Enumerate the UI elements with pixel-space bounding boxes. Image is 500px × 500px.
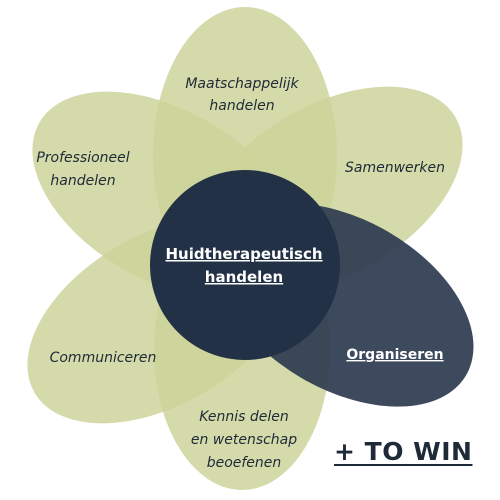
petal-bottom-label-line1: Kennis delen bbox=[199, 409, 289, 425]
to-win-link[interactable]: + TO WIN bbox=[334, 437, 473, 466]
center-label-line1: Huidtherapeutisch bbox=[165, 245, 322, 263]
center-label-line2: handelen bbox=[205, 268, 283, 286]
petal-top-label-line1: Maatschappelijk bbox=[185, 76, 299, 92]
petal-bottom-label-line3: beoefenen bbox=[207, 455, 282, 471]
petal-bottom-label-line2: en wetenschap bbox=[191, 432, 297, 448]
petal-top-label-line2: handelen bbox=[209, 98, 274, 114]
petal-upper-right-label: Samenwerken bbox=[345, 160, 445, 176]
petal-lower-right-label[interactable]: Organiseren bbox=[346, 347, 443, 363]
center-circle bbox=[150, 170, 340, 360]
petal-upper-left-label-line1: Professioneel bbox=[36, 150, 129, 166]
petal-lower-left-label: Communiceren bbox=[50, 350, 157, 366]
petal-upper-left-label-line2: handelen bbox=[50, 173, 115, 189]
